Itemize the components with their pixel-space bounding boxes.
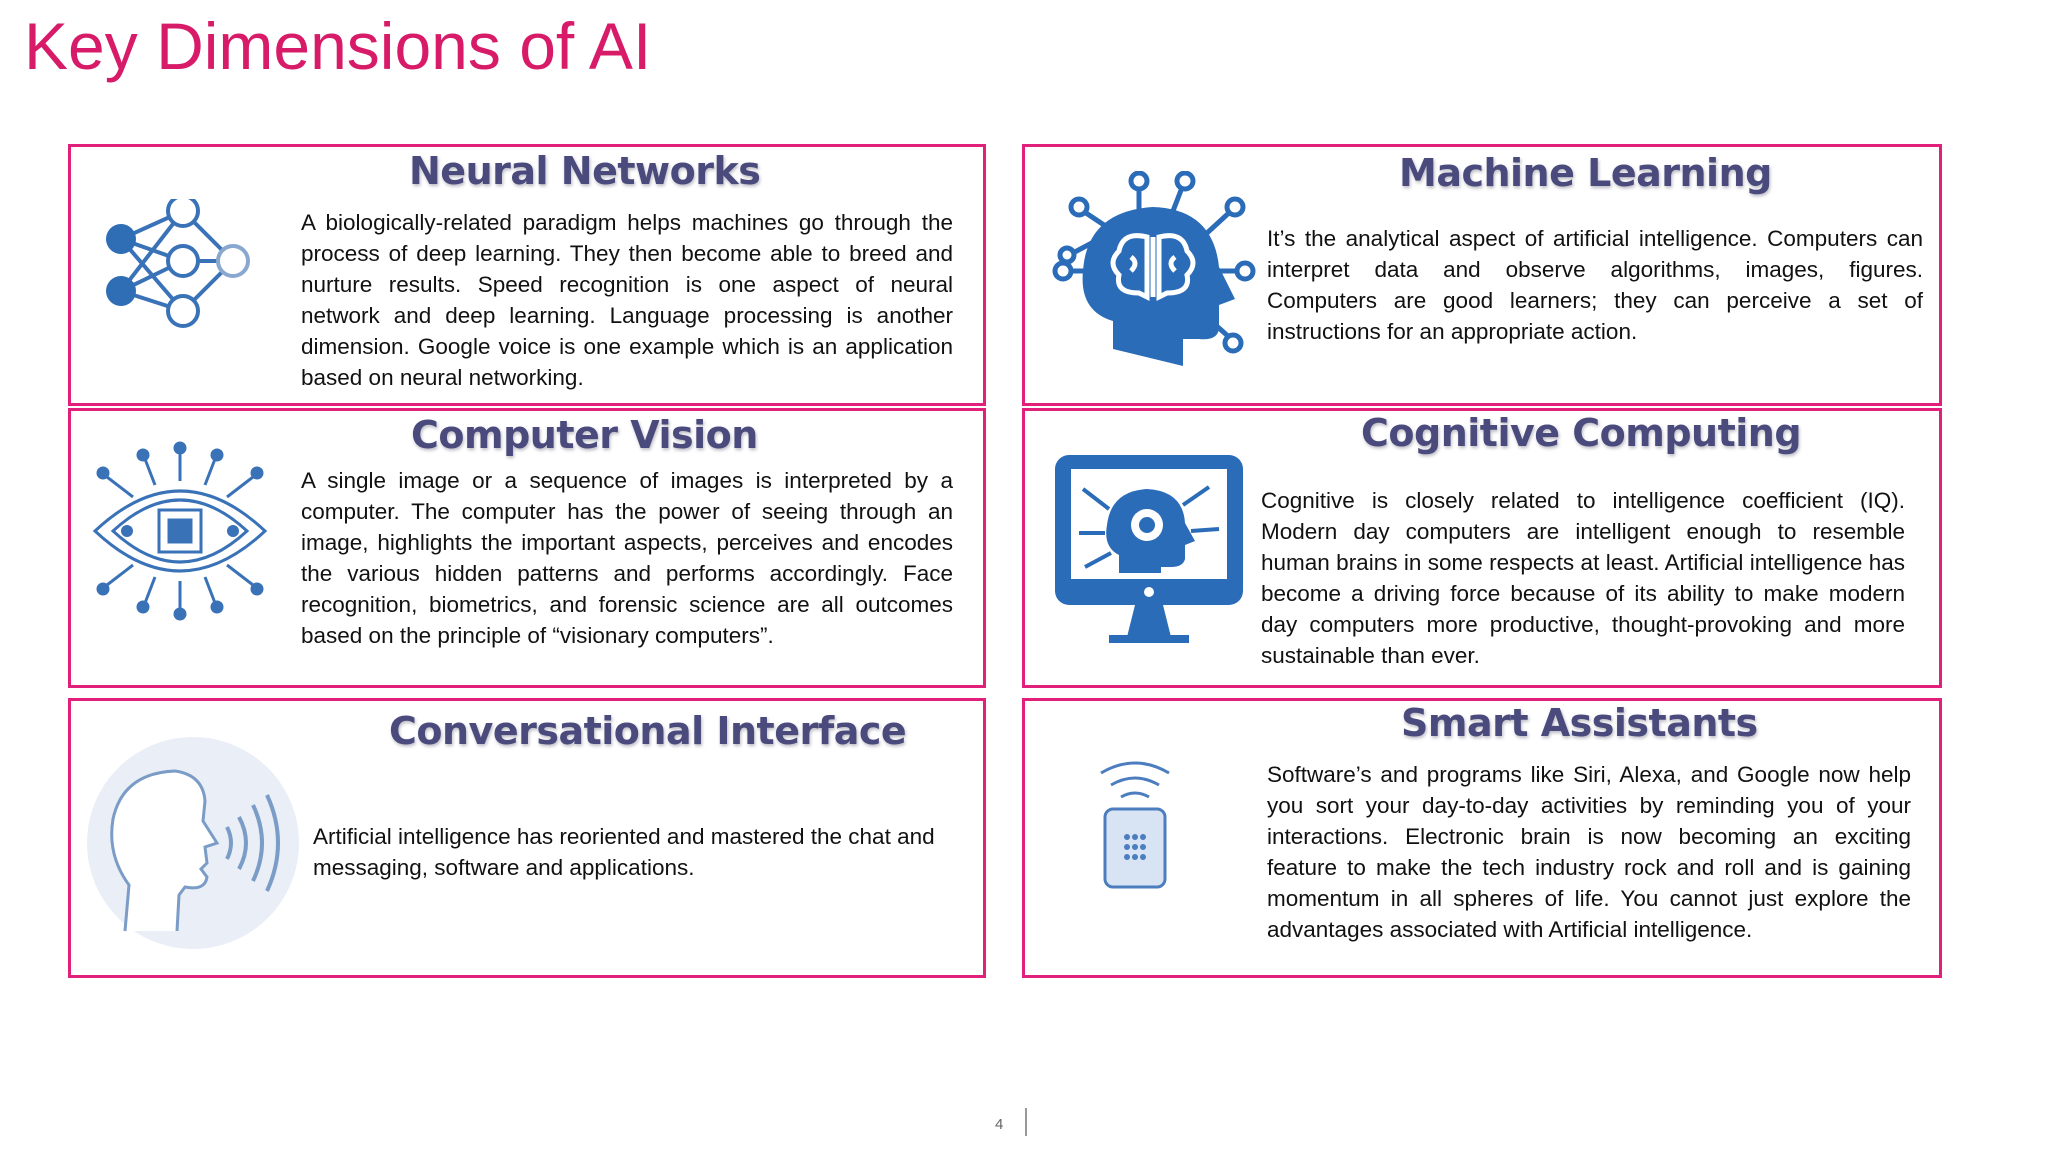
card-text: Artificial intelligence has reoriented a…	[313, 824, 935, 880]
brain-head-icon	[1043, 170, 1263, 396]
speaking-head-icon	[85, 735, 301, 956]
card-computer-vision: Computer Vision A single image or a sequ…	[68, 408, 986, 688]
ai-eye-icon	[85, 441, 275, 626]
page-number: 4	[995, 1116, 1004, 1133]
card-text: A single image or a sequence of images i…	[301, 468, 953, 648]
card-title: Computer Vision	[411, 413, 758, 457]
card-conversational-interface: Conversational Interface Artificial inte…	[68, 698, 986, 978]
card-text: It’s the analytical aspect of artificial…	[1267, 226, 1923, 344]
neural-network-icon	[101, 194, 261, 364]
card-text: Cognitive is closely related to intellig…	[1261, 488, 1905, 668]
smart-speaker-icon	[1095, 759, 1175, 894]
card-smart-assistants: Smart Assistants Software’s and programs…	[1022, 698, 1942, 978]
card-text: Software’s and programs like Siri, Alexa…	[1267, 762, 1911, 942]
card-machine-learning: Machine Learning It’s the analytical asp…	[1022, 144, 1942, 406]
monitor-head-gear-icon	[1049, 449, 1249, 654]
card-title: Machine Learning	[1399, 151, 1772, 195]
page-title: Key Dimensions of AI	[24, 9, 652, 83]
card-text: A biologically-related paradigm helps ma…	[301, 210, 953, 390]
card-title: Conversational Interface	[389, 709, 907, 753]
page-number-divider	[1025, 1108, 1027, 1136]
card-cognitive-computing: Cognitive Computing Cognitive is closely…	[1022, 408, 1942, 688]
card-title: Neural Networks	[409, 149, 761, 193]
card-title: Smart Assistants	[1401, 701, 1758, 745]
card-neural-networks: Neural Networks A biologically-related p…	[68, 144, 986, 406]
card-title: Cognitive Computing	[1361, 411, 1802, 455]
